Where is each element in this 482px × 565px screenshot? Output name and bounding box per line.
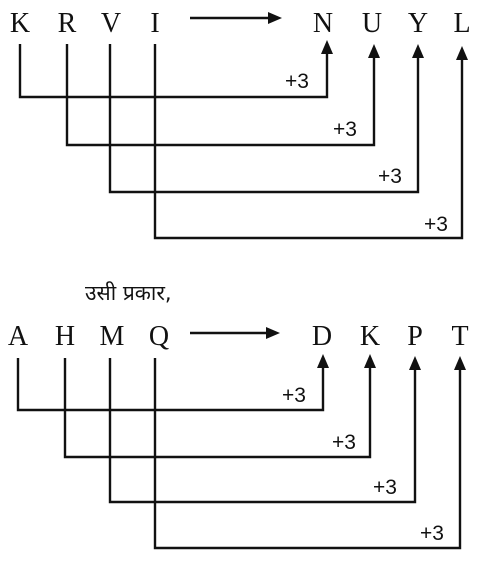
connector-arrowhead <box>409 356 421 370</box>
source-letter: R <box>58 8 77 39</box>
connector-line <box>63 358 372 459</box>
source-letter: A <box>8 321 29 352</box>
target-letter: T <box>451 321 468 352</box>
target-letter: Y <box>408 8 428 39</box>
shift-label: +3 <box>378 165 402 188</box>
connector-line <box>108 44 420 194</box>
connector-arrowhead <box>456 46 468 60</box>
connector-arrowhead <box>412 44 424 58</box>
connector-arrowhead <box>454 356 466 370</box>
mapping-arrow <box>190 12 282 24</box>
connector-line <box>153 358 462 550</box>
source-letter: M <box>100 321 125 352</box>
connector-line <box>108 358 417 504</box>
connector-arrowhead <box>321 40 333 54</box>
source-letter: Q <box>149 321 169 352</box>
connector-line <box>153 44 464 240</box>
target-letter: P <box>407 321 423 352</box>
target-letter: L <box>453 8 470 39</box>
mapping-arrow <box>190 327 280 339</box>
source-letter: V <box>101 8 121 39</box>
connector-arrowhead <box>368 44 380 58</box>
connector-arrowhead <box>317 354 329 368</box>
source-letter: H <box>55 321 75 352</box>
shift-label: +3 <box>420 522 444 545</box>
source-letter: K <box>10 8 30 39</box>
shift-label: +3 <box>332 431 356 454</box>
target-letter: K <box>360 321 380 352</box>
shift-label: +3 <box>373 476 397 499</box>
mapping-arrowhead <box>268 12 282 24</box>
shift-label: +3 <box>333 118 357 141</box>
connector-arrowhead <box>364 354 376 368</box>
connector-line <box>65 44 376 147</box>
target-letter: U <box>362 8 382 39</box>
coding-row-1: K R V I N U Y L +3 +3 +3 +3 <box>10 8 471 240</box>
target-letter: D <box>312 321 332 352</box>
source-letter: I <box>150 8 159 39</box>
similarly-text: उसी प्रकार, <box>85 281 172 305</box>
connector-line <box>16 358 325 412</box>
connector-line <box>18 44 329 99</box>
target-letter: N <box>313 8 333 39</box>
mapping-arrowhead <box>266 327 280 339</box>
shift-label: +3 <box>282 384 306 407</box>
coding-row-2: A H M Q D K P T +3 +3 +3 +3 <box>8 321 469 550</box>
shift-label: +3 <box>285 70 309 93</box>
shift-label: +3 <box>424 213 448 236</box>
